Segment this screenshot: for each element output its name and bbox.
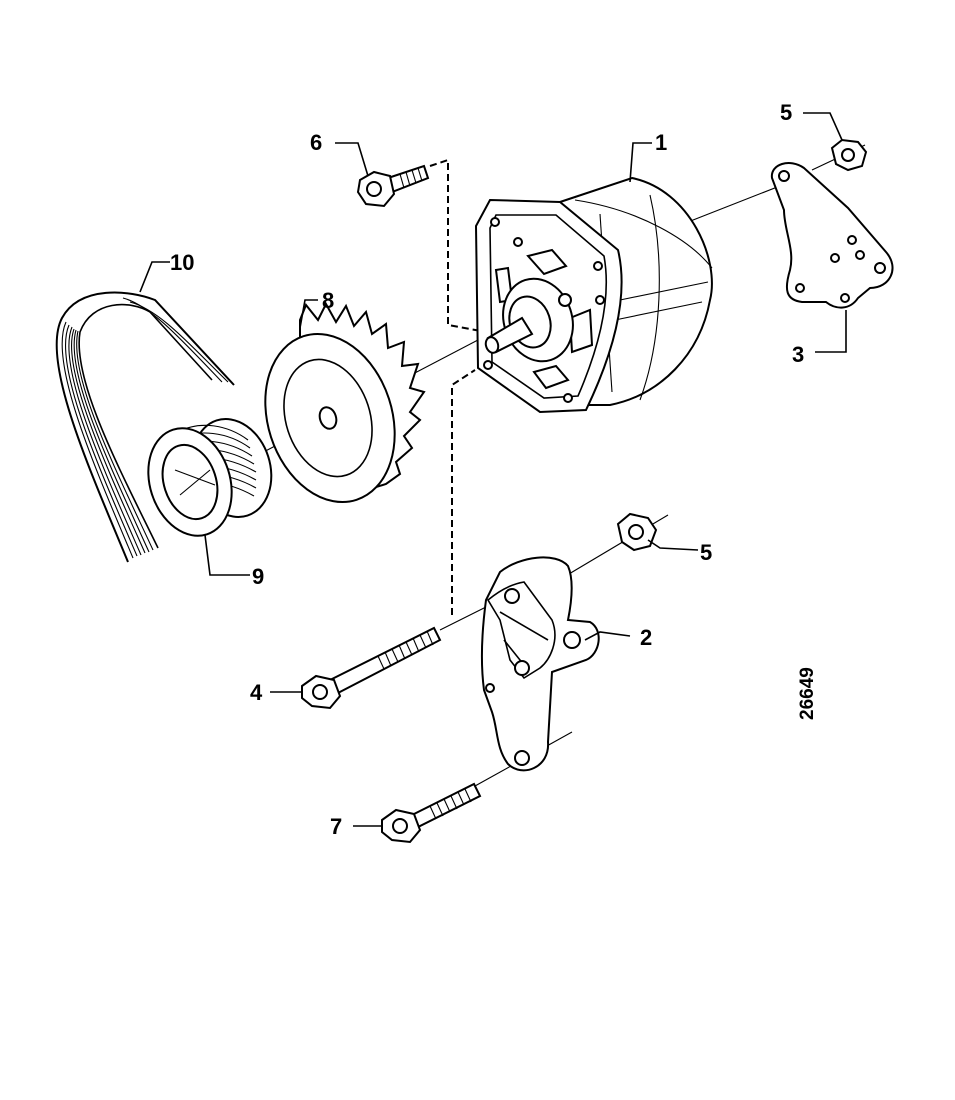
lower-bracket: [480, 556, 600, 772]
callout-1: 1: [655, 130, 667, 155]
long-bolt: [301, 626, 442, 710]
bolt-bottom: [381, 782, 482, 844]
callout-3: 3: [792, 342, 804, 367]
callout-9: 9: [252, 564, 264, 589]
callout-labels: 1 2 3 4 5 5 6 7 8 9 10: [170, 100, 804, 839]
alternator: [474, 176, 713, 414]
nut-upper: [830, 138, 868, 172]
callout-4: 4: [250, 680, 263, 705]
callout-2: 2: [640, 625, 652, 650]
callout-6: 6: [310, 130, 322, 155]
upper-bracket: [770, 162, 894, 309]
pulley: [147, 418, 273, 537]
callout-7: 7: [330, 814, 342, 839]
leader-lines: [139, 112, 847, 827]
drive-belt: [55, 291, 235, 563]
reference-number: 26649: [797, 667, 818, 720]
nut-lower: [616, 512, 658, 552]
belt-ribs: [61, 297, 229, 559]
bolt-top: [356, 164, 430, 208]
fan: [264, 301, 426, 504]
callout-5-lower: 5: [700, 540, 712, 565]
callout-10: 10: [170, 250, 194, 275]
callout-8: 8: [322, 288, 334, 313]
callout-5-upper: 5: [780, 100, 792, 125]
